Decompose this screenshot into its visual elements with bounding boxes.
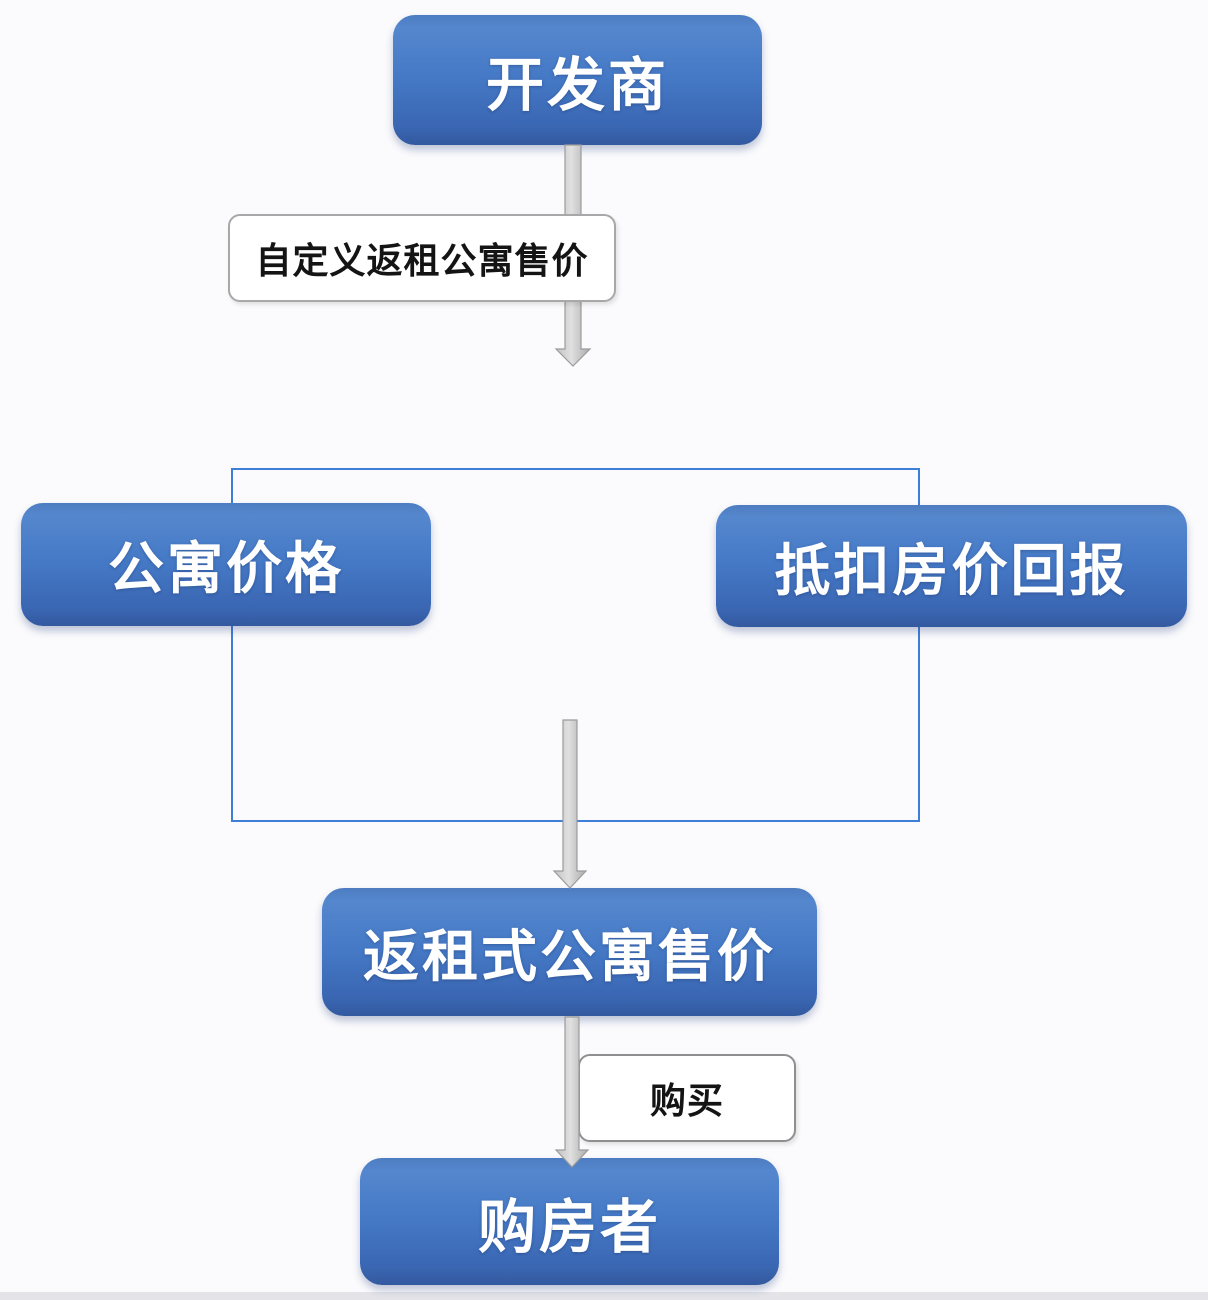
node-apartment-price-label: 公寓价格 bbox=[108, 539, 344, 601]
node-buyer: 购房者 bbox=[360, 1158, 779, 1285]
node-developer-label: 开发商 bbox=[485, 53, 669, 118]
node-rentback-price-label: 返租式公寓售价 bbox=[363, 926, 776, 989]
node-rentback-price: 返租式公寓售价 bbox=[322, 888, 817, 1016]
bottom-edge-strip bbox=[0, 1292, 1208, 1300]
edge-label-purchase-text: 购买 bbox=[649, 1081, 724, 1121]
down-arrow-connector-2 bbox=[552, 719, 588, 889]
down-arrow-connector-3 bbox=[554, 1016, 590, 1168]
edge-label-purchase: 购买 bbox=[578, 1054, 796, 1142]
node-apartment-price: 公寓价格 bbox=[21, 503, 431, 626]
node-deduction-return: 抵扣房价回报 bbox=[716, 505, 1187, 627]
edge-label-custom-price: 自定义返租公寓售价 bbox=[228, 214, 616, 302]
node-buyer-label: 购房者 bbox=[477, 1194, 661, 1260]
edge-label-custom-price-text: 自定义返租公寓售价 bbox=[255, 241, 589, 281]
node-deduction-return-label: 抵扣房价回报 bbox=[774, 540, 1129, 603]
node-developer: 开发商 bbox=[393, 15, 762, 145]
